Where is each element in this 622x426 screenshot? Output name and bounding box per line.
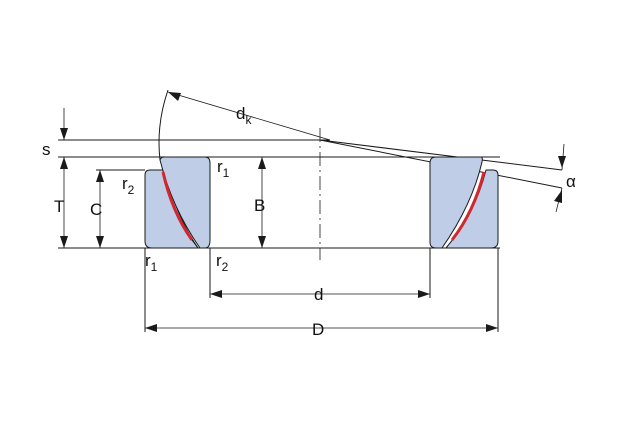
label-dk: dk: [236, 104, 252, 127]
right-contact-surface: [450, 171, 486, 241]
label-s: s: [42, 140, 51, 159]
label-r1-right-top: r1: [217, 157, 230, 180]
label-T: T: [54, 197, 64, 216]
alpha-arrow-lower: [554, 190, 562, 203]
T-arrow-top: [60, 157, 68, 169]
right-inner-ring: [429, 156, 483, 249]
D-arrow-right: [486, 324, 498, 332]
label-B: B: [254, 196, 265, 215]
label-d: d: [314, 285, 323, 304]
label-r2-left-top: r2: [122, 174, 135, 197]
label-C: C: [90, 200, 102, 219]
left-contact-surface: [161, 171, 194, 241]
contact-line-upper: [319, 139, 563, 171]
B-arrow-top: [258, 157, 266, 169]
left-inner-ring: [159, 156, 211, 249]
alpha-arrow-upper: [558, 156, 566, 168]
label-r2-bottom: r2: [216, 251, 229, 274]
label-r1-bottom: r1: [145, 251, 158, 274]
dk-arrowhead: [168, 92, 181, 101]
sphere-arc: [158, 89, 169, 161]
d-arrow-left: [210, 290, 222, 298]
d-arrow-right: [418, 290, 430, 298]
B-arrow-bottom: [258, 236, 266, 248]
D-arrow-left: [145, 324, 157, 332]
dk-dimension-line: [167, 91, 331, 141]
C-arrow-top: [96, 170, 104, 182]
label-alpha: α: [566, 172, 576, 191]
s-arrow-down: [60, 128, 68, 140]
label-D: D: [312, 320, 324, 339]
T-arrow-bottom: [60, 236, 68, 248]
left-ring-gap: [191, 239, 199, 249]
C-arrow-bottom: [96, 236, 104, 248]
